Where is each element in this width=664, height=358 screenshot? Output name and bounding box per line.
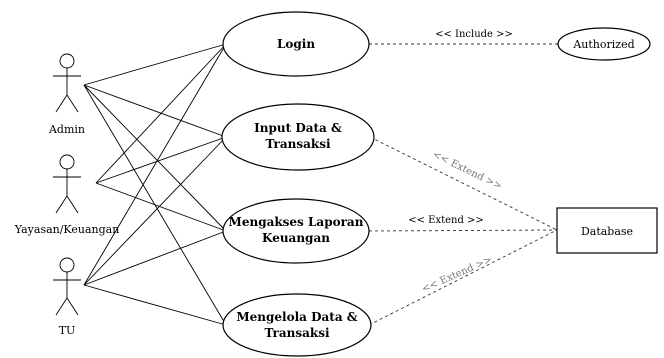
association-tu-input <box>83 136 227 286</box>
external-authorized: Authorized <box>557 27 651 61</box>
association-tu-mengelola <box>83 284 227 326</box>
use-case-mengakses-laporan-keuangan: Mengakses Laporan Keuangan <box>222 198 370 264</box>
relation-extend-mengakses-label: << Extend >> <box>408 215 484 226</box>
relation-mengelola-database <box>368 229 558 326</box>
actor-yayasan: Yayasan/Keuangan <box>14 154 120 236</box>
actor-yayasan-label: Yayasan/Keuangan <box>14 223 120 236</box>
actor-admin: Admin <box>48 53 85 136</box>
use-case-input-label-line1: Input Data & <box>254 121 342 135</box>
use-case-mengakses-label-line2: Keuangan <box>262 231 330 245</box>
association-admin-login <box>83 43 227 86</box>
association-admin-input <box>83 84 227 138</box>
external-database-label: Database <box>581 225 633 238</box>
use-case-input-data-transaksi: Input Data & Transaksi <box>221 103 375 171</box>
external-database: Database <box>556 207 658 254</box>
actor-admin-label: Admin <box>48 123 85 136</box>
use-case-login: Login <box>222 11 370 77</box>
actor-tu: TU <box>53 257 81 337</box>
use-case-login-label: Login <box>277 37 315 51</box>
external-authorized-label: Authorized <box>572 38 634 51</box>
use-case-mengelola-label-line1: Mengelola Data & <box>236 310 357 324</box>
relation-mengakses-database <box>368 229 558 232</box>
actor-admin-head <box>59 53 75 69</box>
association-yayasan-login <box>95 43 227 184</box>
actor-tu-head <box>59 257 75 273</box>
relation-extend-mengelola-label: << Extend >> <box>420 254 494 295</box>
relation-include-label: << Include >> <box>435 29 513 40</box>
relation-extend-input-label: << Extend >> <box>431 149 504 192</box>
relation-lines <box>368 43 558 326</box>
association-tu-mengakses <box>83 230 227 286</box>
use-case-mengakses-label-line1: Mengakses Laporan <box>229 215 364 229</box>
association-admin-mengakses <box>83 84 227 232</box>
association-yayasan-mengakses <box>95 182 227 232</box>
use-case-mengelola-label-line2: Transaksi <box>264 326 329 340</box>
association-lines <box>83 43 227 326</box>
actor-yayasan-head <box>59 154 75 170</box>
relation-input-database <box>369 136 558 231</box>
use-case-mengelola-data-transaksi: Mengelola Data & Transaksi <box>222 293 372 357</box>
association-tu-login <box>83 43 227 286</box>
association-yayasan-input <box>95 136 227 184</box>
actor-tu-label: TU <box>59 324 76 337</box>
use-case-input-label-line2: Transaksi <box>265 137 330 151</box>
